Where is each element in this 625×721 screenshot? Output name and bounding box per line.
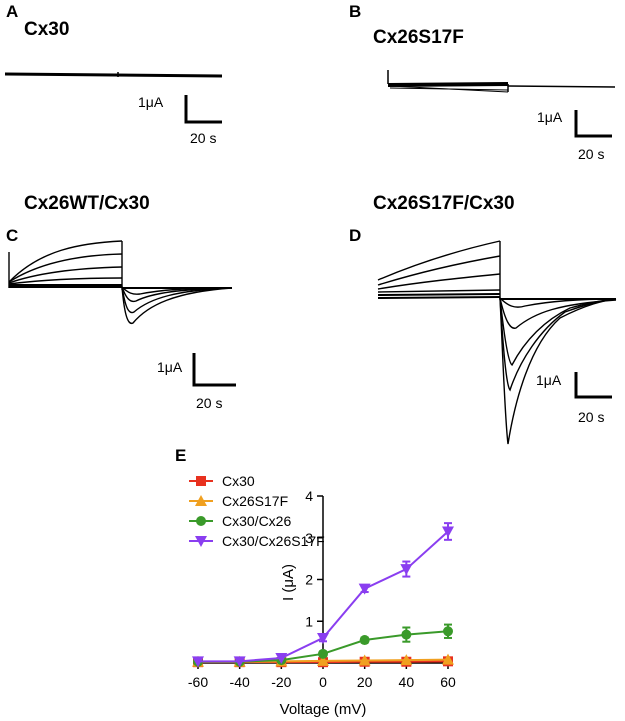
chart-series (192, 522, 454, 668)
panel-title-d: Cx26S17F/Cx30 (373, 193, 515, 214)
data-point (192, 656, 204, 668)
legend-label: Cx26S17F (222, 493, 288, 509)
y-tick-label: 1 (305, 613, 313, 629)
data-point (275, 652, 288, 664)
legend-swatch-marker (195, 495, 207, 506)
x-tick-label: 40 (399, 674, 415, 690)
x-axis-title: Voltage (mV) (280, 701, 367, 718)
panel-letter-a: A (6, 2, 19, 21)
scale-time-c: 20 s (196, 395, 223, 411)
x-tick-label: 60 (440, 674, 456, 690)
x-tick-label: -60 (188, 674, 208, 690)
scale-bar-d (574, 372, 612, 399)
x-tick-label: 20 (357, 674, 373, 690)
scale-bar-c (192, 353, 236, 387)
scale-time-b: 20 s (578, 146, 605, 162)
legend-swatch-marker (195, 536, 207, 547)
panel-letter-b: B (349, 2, 362, 21)
x-tick-label: 0 (319, 674, 327, 690)
data-point (358, 654, 371, 666)
panel-title-c: Cx26WT/Cx30 (24, 193, 150, 214)
trace-c (8, 240, 233, 324)
data-point (400, 564, 413, 576)
panel-letter-c: C (6, 226, 19, 245)
scale-time-d: 20 s (578, 409, 605, 425)
data-point (358, 583, 371, 595)
data-point (442, 653, 454, 665)
y-tick-label: 3 (305, 530, 313, 546)
y-axis-title: I (μA) (280, 564, 297, 601)
panel-title-a: Cx30 (24, 19, 70, 40)
panel-letter-e: E (175, 446, 187, 465)
scale-bar-b (574, 110, 612, 138)
data-point (442, 526, 454, 538)
trace-a (4, 72, 223, 78)
panel-title-b: Cx26S17F (373, 27, 464, 48)
trace-b (387, 70, 616, 93)
scale-current-a: 1μA (138, 94, 164, 110)
y-tick-label: 4 (305, 488, 313, 504)
data-point (317, 654, 329, 666)
trace-d (377, 240, 617, 445)
data-point (401, 629, 412, 640)
scale-current-c: 1μA (157, 359, 183, 375)
panel-letter-d: D (349, 226, 362, 245)
data-point (318, 648, 328, 659)
y-tick-label: 2 (305, 572, 313, 588)
data-point (233, 656, 246, 668)
scale-bar-a (184, 95, 222, 124)
x-tick-label: -40 (230, 674, 250, 690)
scale-time-a: 20 s (190, 130, 217, 146)
scale-current-d: 1μA (536, 372, 562, 388)
data-point (400, 654, 413, 666)
legend-swatch-marker (196, 516, 206, 526)
data-point (317, 632, 329, 644)
data-point (443, 626, 453, 637)
scale-current-b: 1μA (537, 109, 563, 125)
x-tick-label: -20 (271, 674, 291, 690)
data-point (359, 635, 370, 646)
legend-label: Cx30 (222, 473, 255, 489)
legend-swatch-marker (196, 476, 206, 486)
legend-label: Cx30/Cx26 (222, 513, 291, 529)
legend-label: Cx30/Cx26S17F (222, 533, 325, 549)
